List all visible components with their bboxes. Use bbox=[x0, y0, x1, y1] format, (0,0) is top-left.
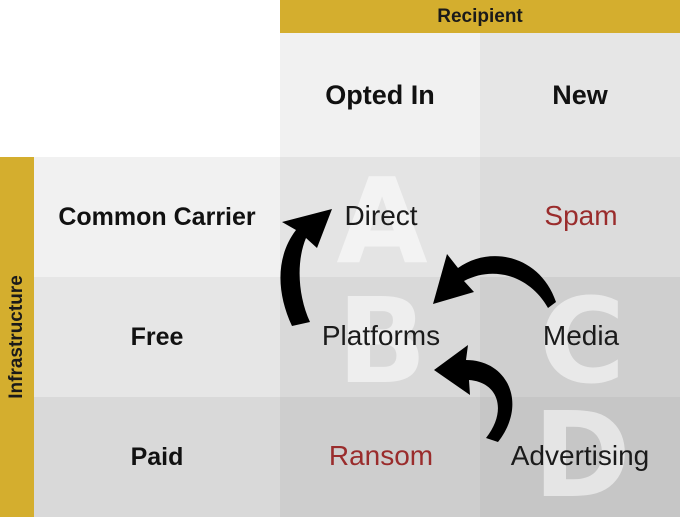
column-header-new-label: New bbox=[552, 79, 608, 110]
column-header-opted-in: Opted In bbox=[280, 33, 480, 157]
row-header-common-carrier-label: Common Carrier bbox=[58, 202, 256, 231]
cell-paid-new bbox=[480, 397, 680, 517]
arrow-media-to-platforms bbox=[433, 254, 556, 308]
quadrant-letter-a: A bbox=[336, 152, 428, 290]
quadrant-letter-d: D bbox=[533, 386, 631, 524]
row-header-paid: Paid bbox=[34, 397, 280, 517]
cell-free-new bbox=[480, 277, 680, 397]
cell-text-ransom: Ransom bbox=[328, 440, 434, 471]
column-header-opted-in-label: Opted In bbox=[325, 79, 435, 110]
cell-text-direct: Direct bbox=[344, 200, 418, 231]
row-header-free: Free bbox=[34, 277, 280, 397]
row-header-free-label: Free bbox=[130, 322, 184, 351]
cell-text-advertising: Advertising bbox=[510, 440, 650, 471]
cell-text-spam: Spam bbox=[544, 200, 618, 231]
infrastructure-header-bar bbox=[0, 157, 34, 517]
row-header-paid-label: Paid bbox=[130, 442, 184, 471]
arrow-platforms-to-direct bbox=[280, 209, 332, 326]
cell-text-platforms: Platforms bbox=[321, 320, 441, 351]
recipient-header: Recipient bbox=[280, 0, 680, 33]
quadrant-letter-b: B bbox=[337, 272, 427, 410]
cell-text-media: Media bbox=[542, 320, 620, 351]
recipient-label: Recipient bbox=[437, 5, 523, 27]
cell-paid-opted-in bbox=[280, 397, 480, 517]
column-header-new: New bbox=[480, 33, 680, 157]
cell-common-carrier-new bbox=[480, 157, 680, 277]
row-header-common-carrier: Common Carrier bbox=[34, 157, 280, 277]
arrow-advertising-to-platforms bbox=[434, 345, 513, 442]
